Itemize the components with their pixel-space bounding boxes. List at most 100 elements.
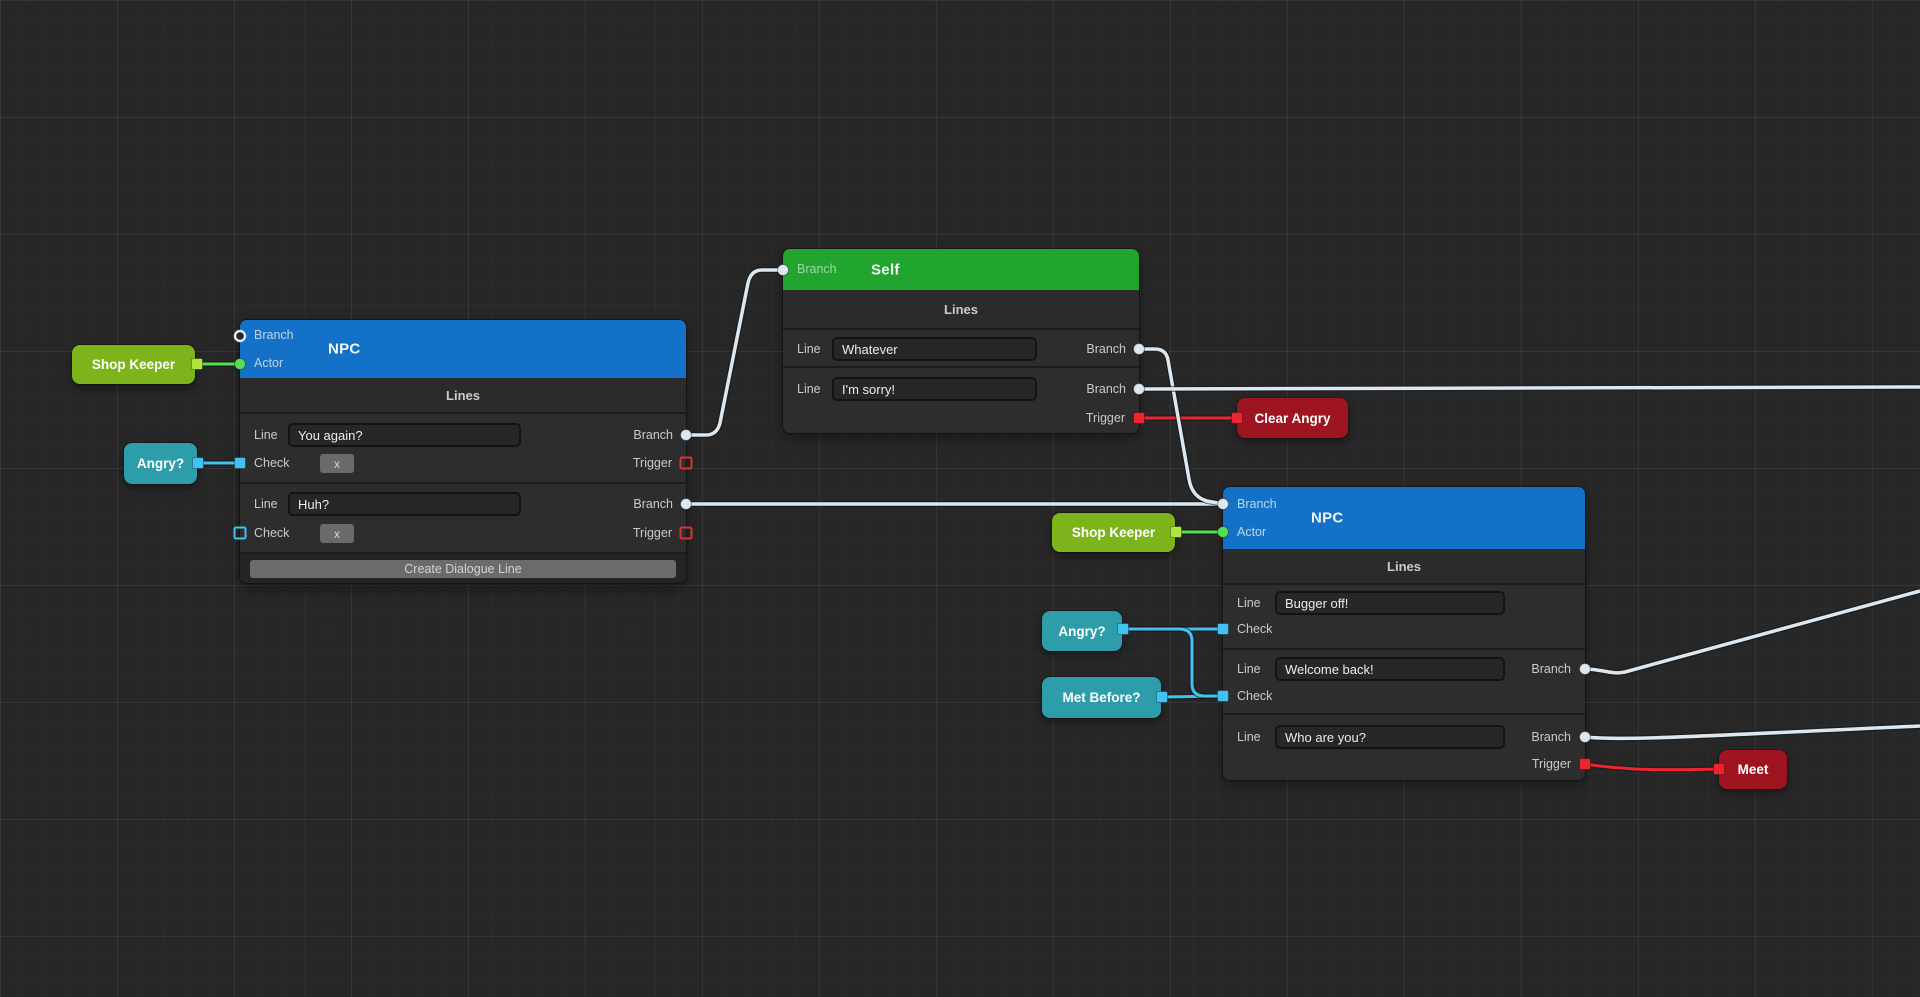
line-text-input[interactable] (1275, 657, 1505, 681)
self-row1-branch-output-port[interactable] (1133, 343, 1145, 355)
clear-check-button[interactable]: x (320, 454, 354, 473)
npc1-row1-branch-output-port[interactable] (680, 429, 692, 441)
npc2-branch-input-port[interactable] (1217, 498, 1229, 510)
dialogue-line-row: Line Branch Check (1223, 650, 1585, 715)
npc1-row2-check-input-port[interactable] (233, 526, 247, 540)
line-text-input[interactable] (1275, 591, 1505, 615)
edge-self-branch2-offscreen[interactable] (1138, 384, 1920, 392)
self-branch-input-port[interactable] (777, 264, 789, 276)
dialogue-line-row: Line Branch Trigger (783, 368, 1139, 433)
edge-npc2-trigger-meet[interactable] (1584, 761, 1720, 773)
line-label: Line (254, 428, 278, 442)
check-node-label: Angry? (1058, 623, 1106, 639)
edge-npc2-branch2-offscreen[interactable] (1584, 588, 1920, 676)
npc2-row2-check-input-port[interactable] (1217, 690, 1229, 702)
actor-node-label: Shop Keeper (91, 357, 176, 372)
self-node-header[interactable]: Branch Self (783, 249, 1139, 290)
branch-output-label: Branch (1531, 662, 1571, 676)
metbefore-output-port[interactable] (1156, 691, 1168, 703)
self-trigger-output-port[interactable] (1133, 412, 1145, 424)
trigger-output-label: Trigger (632, 456, 672, 470)
dialogue-line-row: Line Branch Check x Trigger (240, 484, 686, 554)
self-node[interactable]: Branch Self Lines Line Branch Line Branc… (783, 249, 1139, 433)
branch-output-label: Branch (633, 428, 673, 442)
npc1-row2-branch-output-port[interactable] (680, 498, 692, 510)
node-footer: Create Dialogue Line (240, 554, 686, 583)
npc1-actor-input-port[interactable] (234, 358, 246, 370)
line-label: Line (1237, 662, 1261, 676)
line-label: Line (1237, 596, 1261, 610)
clear-angry-input-port[interactable] (1231, 412, 1243, 424)
line-text-input[interactable] (288, 492, 521, 516)
trigger-output-label: Trigger (1085, 411, 1125, 425)
line-label: Line (254, 497, 278, 511)
actor-node-label: Shop Keeper (1071, 525, 1156, 540)
npc1-row1-trigger-output-port[interactable] (679, 456, 693, 470)
npc2-row1-check-input-port[interactable] (1217, 623, 1229, 635)
npc2-row3-branch-output-port[interactable] (1579, 731, 1591, 743)
npc-node-2-header[interactable]: Branch Actor NPC (1223, 487, 1585, 549)
dialogue-line-row: Line Branch Trigger (1223, 715, 1585, 780)
angry2-output-port[interactable] (1117, 623, 1129, 635)
check-node-label: Met Before? (1062, 690, 1141, 705)
lines-section-header: Lines (240, 378, 686, 414)
npc2-row2-branch-output-port[interactable] (1579, 663, 1591, 675)
trigger-node-clear-angry[interactable]: Clear Angry (1237, 398, 1348, 438)
edge-npc1-branch1-self[interactable] (686, 267, 783, 438)
dialogue-line-row: Line Branch Check x Trigger (240, 414, 686, 484)
line-label: Line (1237, 730, 1261, 744)
trigger-node-meet[interactable]: Meet (1719, 750, 1787, 789)
check-node-met-before[interactable]: Met Before? (1042, 677, 1161, 718)
npc1-branch-input-port[interactable] (233, 329, 247, 343)
clear-check-button[interactable]: x (320, 524, 354, 543)
npc2-actor-input-port[interactable] (1217, 526, 1229, 538)
branch-input-label: Branch (1237, 496, 1277, 511)
branch-output-label: Branch (633, 497, 673, 511)
npc2-row3-trigger-output-port[interactable] (1579, 758, 1591, 770)
actor-node-shop-keeper-2[interactable]: Shop Keeper (1052, 513, 1175, 552)
check-input-label: Check (254, 456, 290, 470)
line-text-input[interactable] (832, 337, 1037, 361)
check-node-angry-2[interactable]: Angry? (1042, 611, 1122, 651)
node-title: NPC (328, 340, 361, 358)
edge-npc2-branch3-offscreen[interactable] (1584, 723, 1920, 742)
line-label: Line (797, 342, 821, 356)
npc-node-1[interactable]: Branch Actor NPC Lines Line Branch Check… (240, 320, 686, 583)
branch-output-label: Branch (1531, 730, 1571, 744)
check-node-label: Angry? (136, 456, 185, 471)
npc1-row2-trigger-output-port[interactable] (679, 526, 693, 540)
line-label: Line (797, 382, 821, 396)
node-title: NPC (1311, 509, 1344, 527)
branch-output-label: Branch (1086, 382, 1126, 396)
shopkeeper1-output-port[interactable] (191, 358, 203, 370)
trigger-output-label: Trigger (632, 526, 672, 540)
dialogue-line-row: Line Check (1223, 585, 1585, 650)
actor-node-shop-keeper-1[interactable]: Shop Keeper (72, 345, 195, 384)
shopkeeper2-output-port[interactable] (1170, 526, 1182, 538)
trigger-node-label: Meet (1737, 762, 1769, 777)
meet-input-port[interactable] (1713, 763, 1725, 775)
trigger-node-label: Clear Angry (1254, 410, 1331, 426)
edge-self-branch1-npc2[interactable] (1139, 346, 1224, 507)
create-dialogue-line-button[interactable]: Create Dialogue Line (250, 560, 676, 578)
self-row2-branch-output-port[interactable] (1133, 383, 1145, 395)
branch-input-label: Branch (254, 327, 294, 342)
edge-check-crossover[interactable] (1123, 626, 1223, 699)
line-text-input[interactable] (832, 377, 1037, 401)
check-input-label: Check (1237, 622, 1273, 636)
node-title: Self (871, 261, 900, 278)
line-text-input[interactable] (288, 423, 521, 447)
lines-section-header: Lines (783, 290, 1139, 330)
line-text-input[interactable] (1275, 725, 1505, 749)
npc1-row1-check-input-port[interactable] (234, 457, 246, 469)
npc-node-2[interactable]: Branch Actor NPC Lines Line Check Line B… (1223, 487, 1585, 780)
branch-output-label: Branch (1086, 342, 1126, 356)
npc-node-1-header[interactable]: Branch Actor NPC (240, 320, 686, 378)
actor-input-label: Actor (1237, 524, 1267, 539)
check-input-label: Check (1237, 689, 1273, 703)
trigger-output-label: Trigger (1531, 757, 1571, 771)
angry1-output-port[interactable] (192, 457, 204, 469)
check-node-angry-1[interactable]: Angry? (124, 443, 197, 484)
